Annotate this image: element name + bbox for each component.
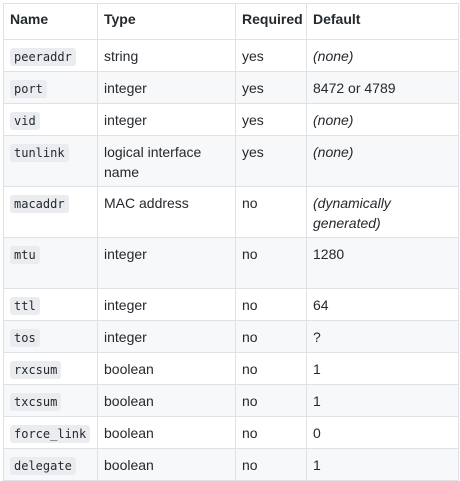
column-header-default: Default — [306, 3, 459, 40]
table-row: force_link boolean no 0 — [3, 416, 459, 449]
option-required: no — [235, 448, 307, 481]
option-required: no — [235, 352, 307, 385]
table-row: ttl integer no 64 — [3, 288, 459, 321]
option-required: yes — [235, 103, 307, 136]
option-name: tos — [10, 329, 40, 347]
table-row: macaddr MAC address no (dynamically gene… — [3, 186, 459, 238]
option-type: boolean — [97, 416, 236, 449]
table-row: tos integer no ? — [3, 320, 459, 353]
option-name: ttl — [10, 297, 40, 315]
option-type: integer — [97, 103, 236, 136]
option-required: no — [235, 288, 307, 321]
table-row: rxcsum boolean no 1 — [3, 352, 459, 385]
option-name: peeraddr — [10, 48, 76, 66]
option-name: vid — [10, 112, 40, 130]
column-header-type: Type — [97, 3, 236, 40]
option-required: no — [235, 237, 307, 289]
option-default: (dynamically generated) — [306, 186, 459, 238]
table-header: Name Type Required Default — [3, 3, 459, 40]
options-table: Name Type Required Default peeraddr stri… — [3, 3, 459, 481]
option-name: tunlink — [10, 144, 69, 162]
option-default: (none) — [306, 39, 459, 72]
table-row: delegate boolean no 1 — [3, 448, 459, 481]
option-name: mtu — [10, 246, 40, 264]
table-row: tunlink logical interface name yes (none… — [3, 135, 459, 187]
option-type: MAC address — [97, 186, 236, 238]
option-name: txcsum — [10, 393, 62, 411]
option-required: no — [235, 416, 307, 449]
option-type: boolean — [97, 448, 236, 481]
table-row: peeraddr string yes (none) — [3, 39, 459, 72]
table-row: mtu integer no 1280 — [3, 237, 459, 289]
option-default: (none) — [306, 103, 459, 136]
option-required: no — [235, 320, 307, 353]
option-type: integer — [97, 237, 236, 289]
option-type: boolean — [97, 352, 236, 385]
option-type: logical interface name — [97, 135, 236, 187]
table-row: txcsum boolean no 1 — [3, 384, 459, 417]
option-default: 0 — [306, 416, 459, 449]
option-required: yes — [235, 135, 307, 187]
option-name: port — [10, 80, 47, 98]
option-required: yes — [235, 71, 307, 104]
option-name: rxcsum — [10, 361, 62, 379]
option-default: (none) — [306, 135, 459, 187]
header-row: Name Type Required Default — [3, 3, 459, 40]
column-header-required: Required — [235, 3, 307, 40]
column-header-name: Name — [3, 3, 98, 40]
table-row: vid integer yes (none) — [3, 103, 459, 136]
option-default: 8472 or 4789 — [306, 71, 459, 104]
option-type: integer — [97, 288, 236, 321]
option-default: 1 — [306, 352, 459, 385]
option-default: 1 — [306, 384, 459, 417]
option-type: string — [97, 39, 236, 72]
option-required: no — [235, 384, 307, 417]
option-type: integer — [97, 71, 236, 104]
option-required: yes — [235, 39, 307, 72]
option-name: macaddr — [10, 195, 69, 213]
option-name: delegate — [10, 457, 76, 475]
option-required: no — [235, 186, 307, 238]
option-default: 64 — [306, 288, 459, 321]
option-default: 1280 — [306, 237, 459, 289]
option-default: 1 — [306, 448, 459, 481]
option-type: integer — [97, 320, 236, 353]
option-name: force_link — [10, 425, 91, 443]
table-row: port integer yes 8472 or 4789 — [3, 71, 459, 104]
option-type: boolean — [97, 384, 236, 417]
option-default: ? — [306, 320, 459, 353]
table-body: peeraddr string yes (none) port integer … — [3, 39, 459, 481]
